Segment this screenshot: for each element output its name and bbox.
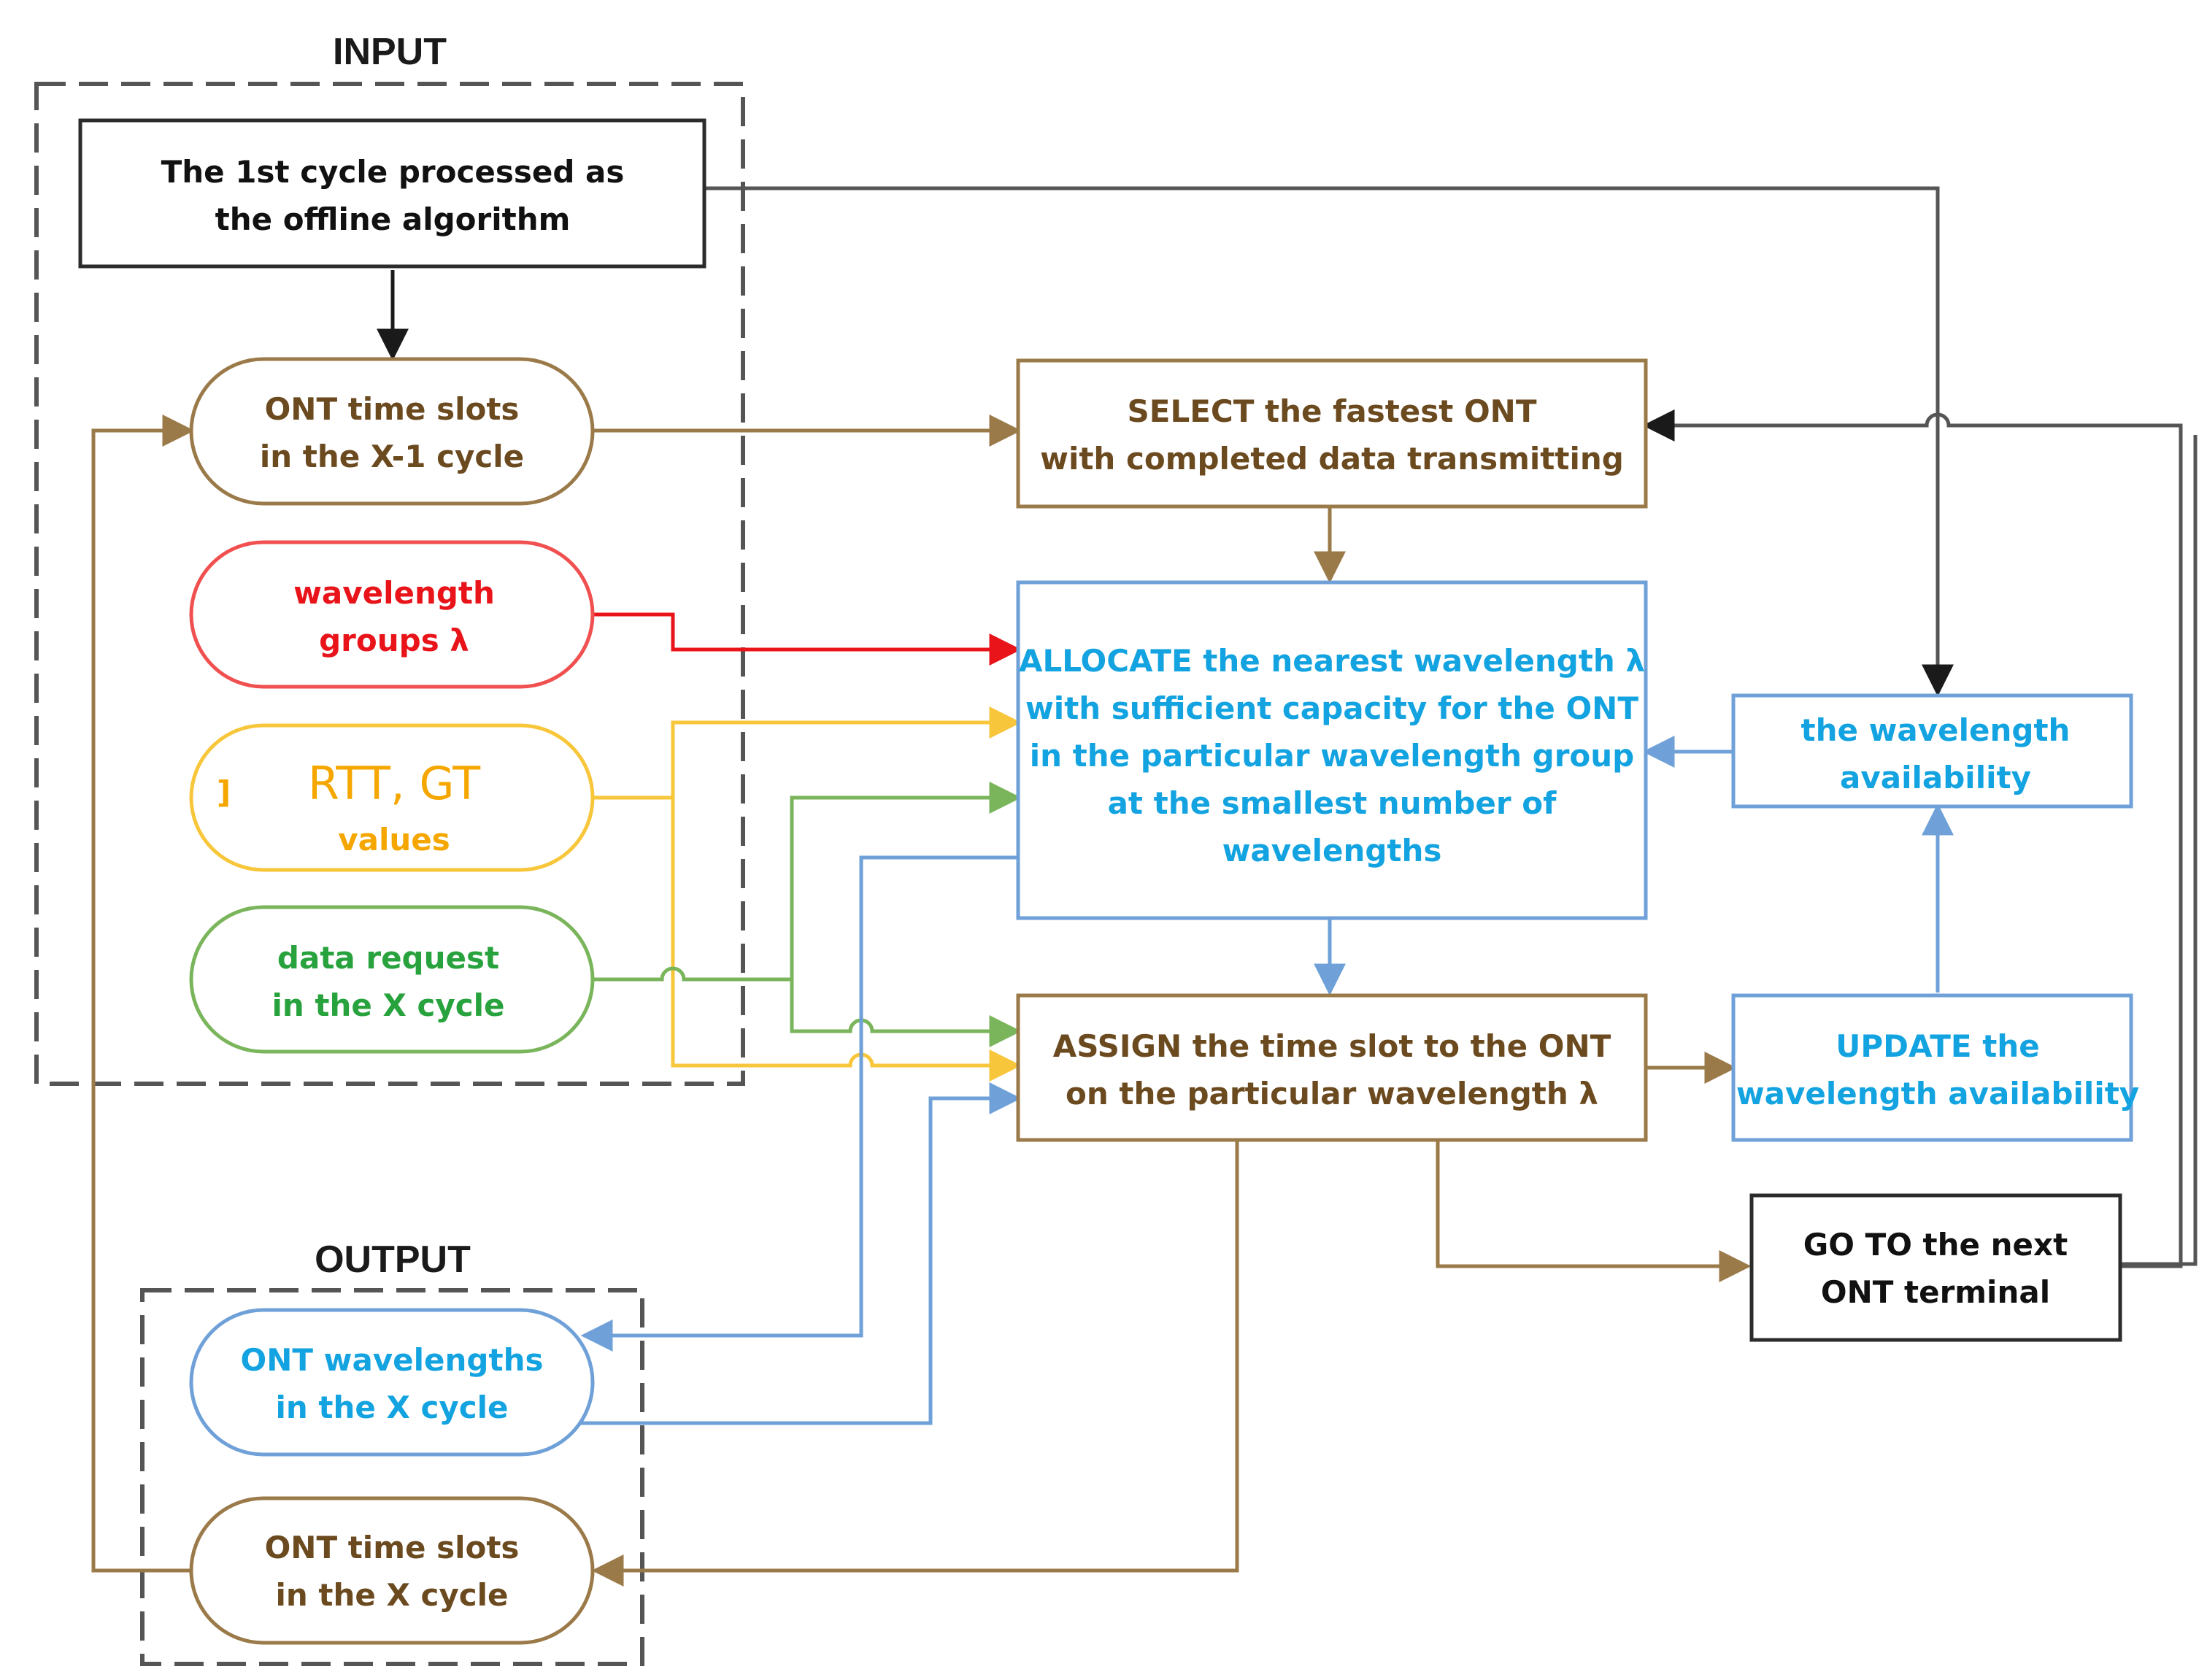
node-data-request-line2: in the X cycle [271, 987, 504, 1023]
node-update-line2: wavelength availability [1736, 1076, 2139, 1111]
arrow-assign-to-goto [1436, 1140, 1752, 1282]
node-assign-line2: on the particular wavelength λ [1066, 1076, 1598, 1111]
node-ont-slots-prev-line2: in the X-1 cycle [260, 439, 524, 474]
node-select-line2: with completed data transmitting [1040, 441, 1624, 477]
node-first-cycle-line1: The 1st cycle processed as [161, 154, 625, 190]
node-ont-slots-x: ONT time slots in the X cycle [189, 1496, 595, 1645]
arrow-data-request-to-assign [790, 979, 1022, 1047]
output-group-title: OUTPUT [315, 1238, 471, 1281]
arrow-ont-wavelengths-to-assign [577, 1082, 1022, 1425]
node-rtt-gt: RTT, GT values ] [189, 723, 595, 872]
node-ont-wavelengths: ONT wavelengths in the X cycle [189, 1308, 595, 1457]
arrow-data-request-to-allocate [593, 782, 1022, 982]
node-wavelength-groups-line2: groups λ [319, 623, 469, 658]
input-group-frame [34, 82, 745, 1086]
node-wavelength-groups: wavelength groups λ [189, 540, 595, 689]
output-group-frame [140, 1288, 644, 1666]
arrow-allocate-to-ont-wavelengths [580, 855, 1018, 1352]
arrow-assign-to-slots-x [591, 1140, 1239, 1587]
node-data-request: data request in the X cycle [189, 905, 595, 1054]
node-goto-line2: ONT terminal [1821, 1274, 2050, 1310]
node-first-cycle-line2: the offline algorithm [215, 201, 571, 237]
node-availability-line2: availability [1840, 760, 2031, 795]
node-assign-line1: ASSIGN the time slot to the ONT [1053, 1028, 1611, 1064]
node-allocate-line3: in the particular wavelength group [1030, 738, 1635, 774]
node-ont-wavelengths-line2: in the X cycle [275, 1390, 508, 1425]
node-data-request-line1: data request [277, 940, 499, 976]
arrow-slots-x-to-slots-prev [91, 415, 195, 1573]
node-first-cycle: The 1st cycle processed as the offline a… [78, 118, 706, 269]
node-assign: ASSIGN the time slot to the ONT on the p… [1016, 993, 1648, 1142]
node-allocate: ALLOCATE the nearest wavelength λ with s… [1016, 580, 1648, 920]
node-ont-slots-x-line1: ONT time slots [265, 1530, 520, 1565]
node-allocate-line4: at the smallest number of [1108, 785, 1557, 821]
arrow-first-to-availability [704, 186, 1954, 697]
node-ont-wavelengths-line1: ONT wavelengths [241, 1342, 544, 1378]
node-allocate-line2: with sufficient capacity for the ONT [1025, 690, 1638, 726]
node-allocate-line5: wavelengths [1222, 833, 1442, 868]
node-select-line1: SELECT the fastest ONT [1128, 393, 1537, 429]
node-rtt-gt-stray-mark: ] [217, 774, 231, 810]
node-ont-slots-prev-line1: ONT time slots [265, 391, 520, 427]
node-wavelength-groups-line1: wavelength [293, 575, 495, 611]
goto-loop-outer-line [2120, 435, 2198, 1266]
node-rtt-gt-line2: values [338, 822, 450, 858]
node-rtt-gt-line1: RTT, GT [308, 757, 481, 810]
arrow-wavelength-groups-to-allocate [593, 612, 1022, 666]
node-allocate-line1: ALLOCATE the nearest wavelength λ [1019, 643, 1645, 679]
node-ont-slots-prev: ONT time slots in the X-1 cycle [189, 357, 595, 506]
node-update-line1: UPDATE the [1836, 1028, 2039, 1064]
node-goto-line1: GO TO the next [1803, 1227, 2068, 1263]
node-select: SELECT the fastest ONT with completed da… [1016, 358, 1648, 509]
node-availability: the wavelength availability [1731, 693, 2133, 809]
node-goto: GO TO the next ONT terminal [1749, 1193, 2122, 1342]
node-ont-slots-x-line2: in the X cycle [275, 1577, 508, 1613]
input-group-title: INPUT [333, 31, 447, 73]
arrow-rtt-to-assign [671, 798, 1022, 1082]
node-update: UPDATE the wavelength availability [1731, 993, 2139, 1142]
node-availability-line1: the wavelength [1801, 712, 2071, 748]
arrow-goto-to-select [1642, 409, 2183, 1268]
arrow-rtt-to-allocate [593, 706, 1022, 800]
